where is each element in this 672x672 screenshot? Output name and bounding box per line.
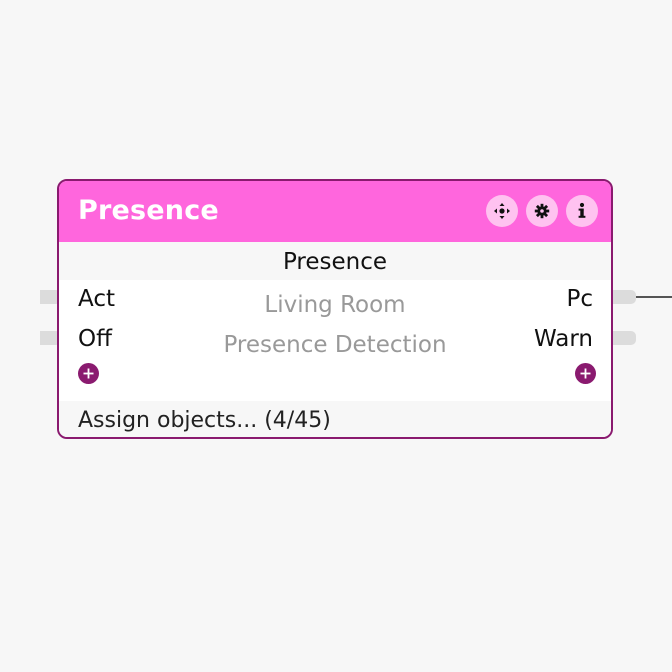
info-button[interactable] <box>566 195 598 227</box>
block-header[interactable]: Presence <box>59 181 611 242</box>
plus-icon <box>580 364 591 383</box>
move-button[interactable] <box>486 195 518 227</box>
input-connector-act[interactable] <box>40 290 60 304</box>
add-input-button[interactable] <box>78 363 99 384</box>
block-subtitle: Presence <box>59 242 611 280</box>
function-block[interactable]: Presence <box>57 179 613 439</box>
output-label-warn[interactable]: Warn <box>534 326 593 352</box>
add-output-button[interactable] <box>575 363 596 384</box>
output-label-pc[interactable]: Pc <box>566 286 593 312</box>
room-name: Living Room <box>264 292 406 318</box>
move-icon <box>493 202 511 220</box>
input-label-act[interactable]: Act <box>78 286 115 312</box>
plus-icon <box>83 364 94 383</box>
info-icon <box>576 202 588 220</box>
connection-wire[interactable] <box>636 296 672 298</box>
gear-icon <box>534 203 550 219</box>
input-label-off[interactable]: Off <box>78 326 112 352</box>
function-name: Presence Detection <box>223 332 447 358</box>
output-connector-pc[interactable] <box>612 290 636 304</box>
block-title: Presence <box>78 195 219 226</box>
settings-button[interactable] <box>526 195 558 227</box>
assign-objects-link[interactable]: Assign objects... (4/45) <box>59 401 611 437</box>
block-body: Act Off Pc Warn Living Room Presence Det… <box>59 280 611 401</box>
output-connector-warn[interactable] <box>612 331 636 345</box>
input-connector-off[interactable] <box>40 331 60 345</box>
